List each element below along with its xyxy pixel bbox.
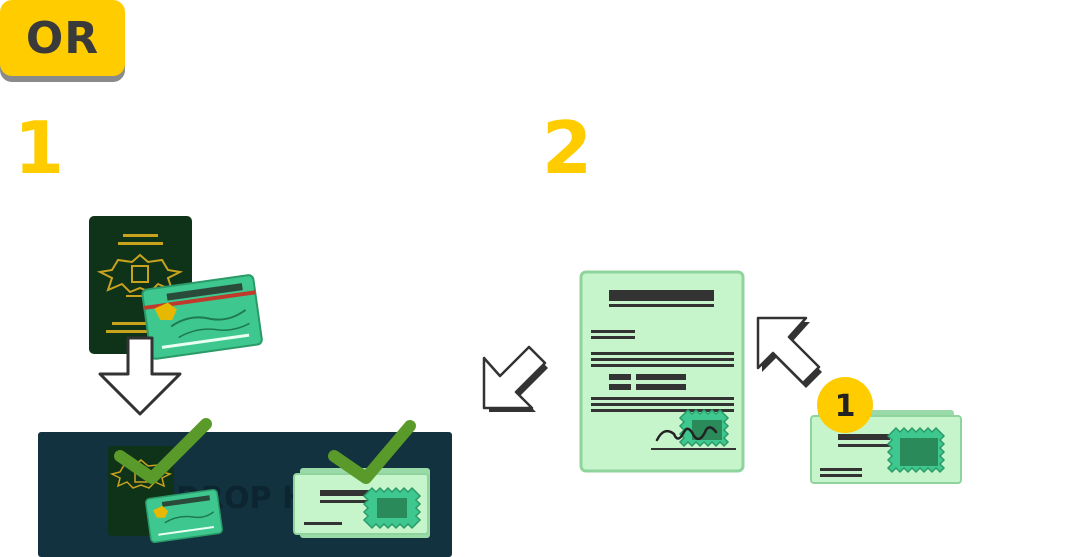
- checkmark-icon: [328, 420, 416, 484]
- stamp-icon: [362, 486, 422, 530]
- down-arrow-icon: [98, 336, 182, 416]
- reference-badge-number: 1: [835, 389, 856, 424]
- arrow-icon: [756, 316, 822, 388]
- or-label: OR: [25, 12, 100, 64]
- or-badge-face: OR: [0, 0, 125, 76]
- id-card-icon: [141, 274, 263, 360]
- step-1-number: 1: [14, 106, 65, 190]
- stamp-icon: [886, 426, 946, 474]
- checkmark-icon: [114, 418, 212, 484]
- stamp-icon: [678, 408, 730, 448]
- or-badge: OR: [0, 0, 125, 82]
- arrow-icon: [482, 345, 548, 412]
- step-2-number: 2: [542, 106, 593, 190]
- reference-badge: 1: [817, 377, 873, 433]
- id-card-icon: [145, 488, 223, 544]
- signature-icon: [655, 426, 718, 442]
